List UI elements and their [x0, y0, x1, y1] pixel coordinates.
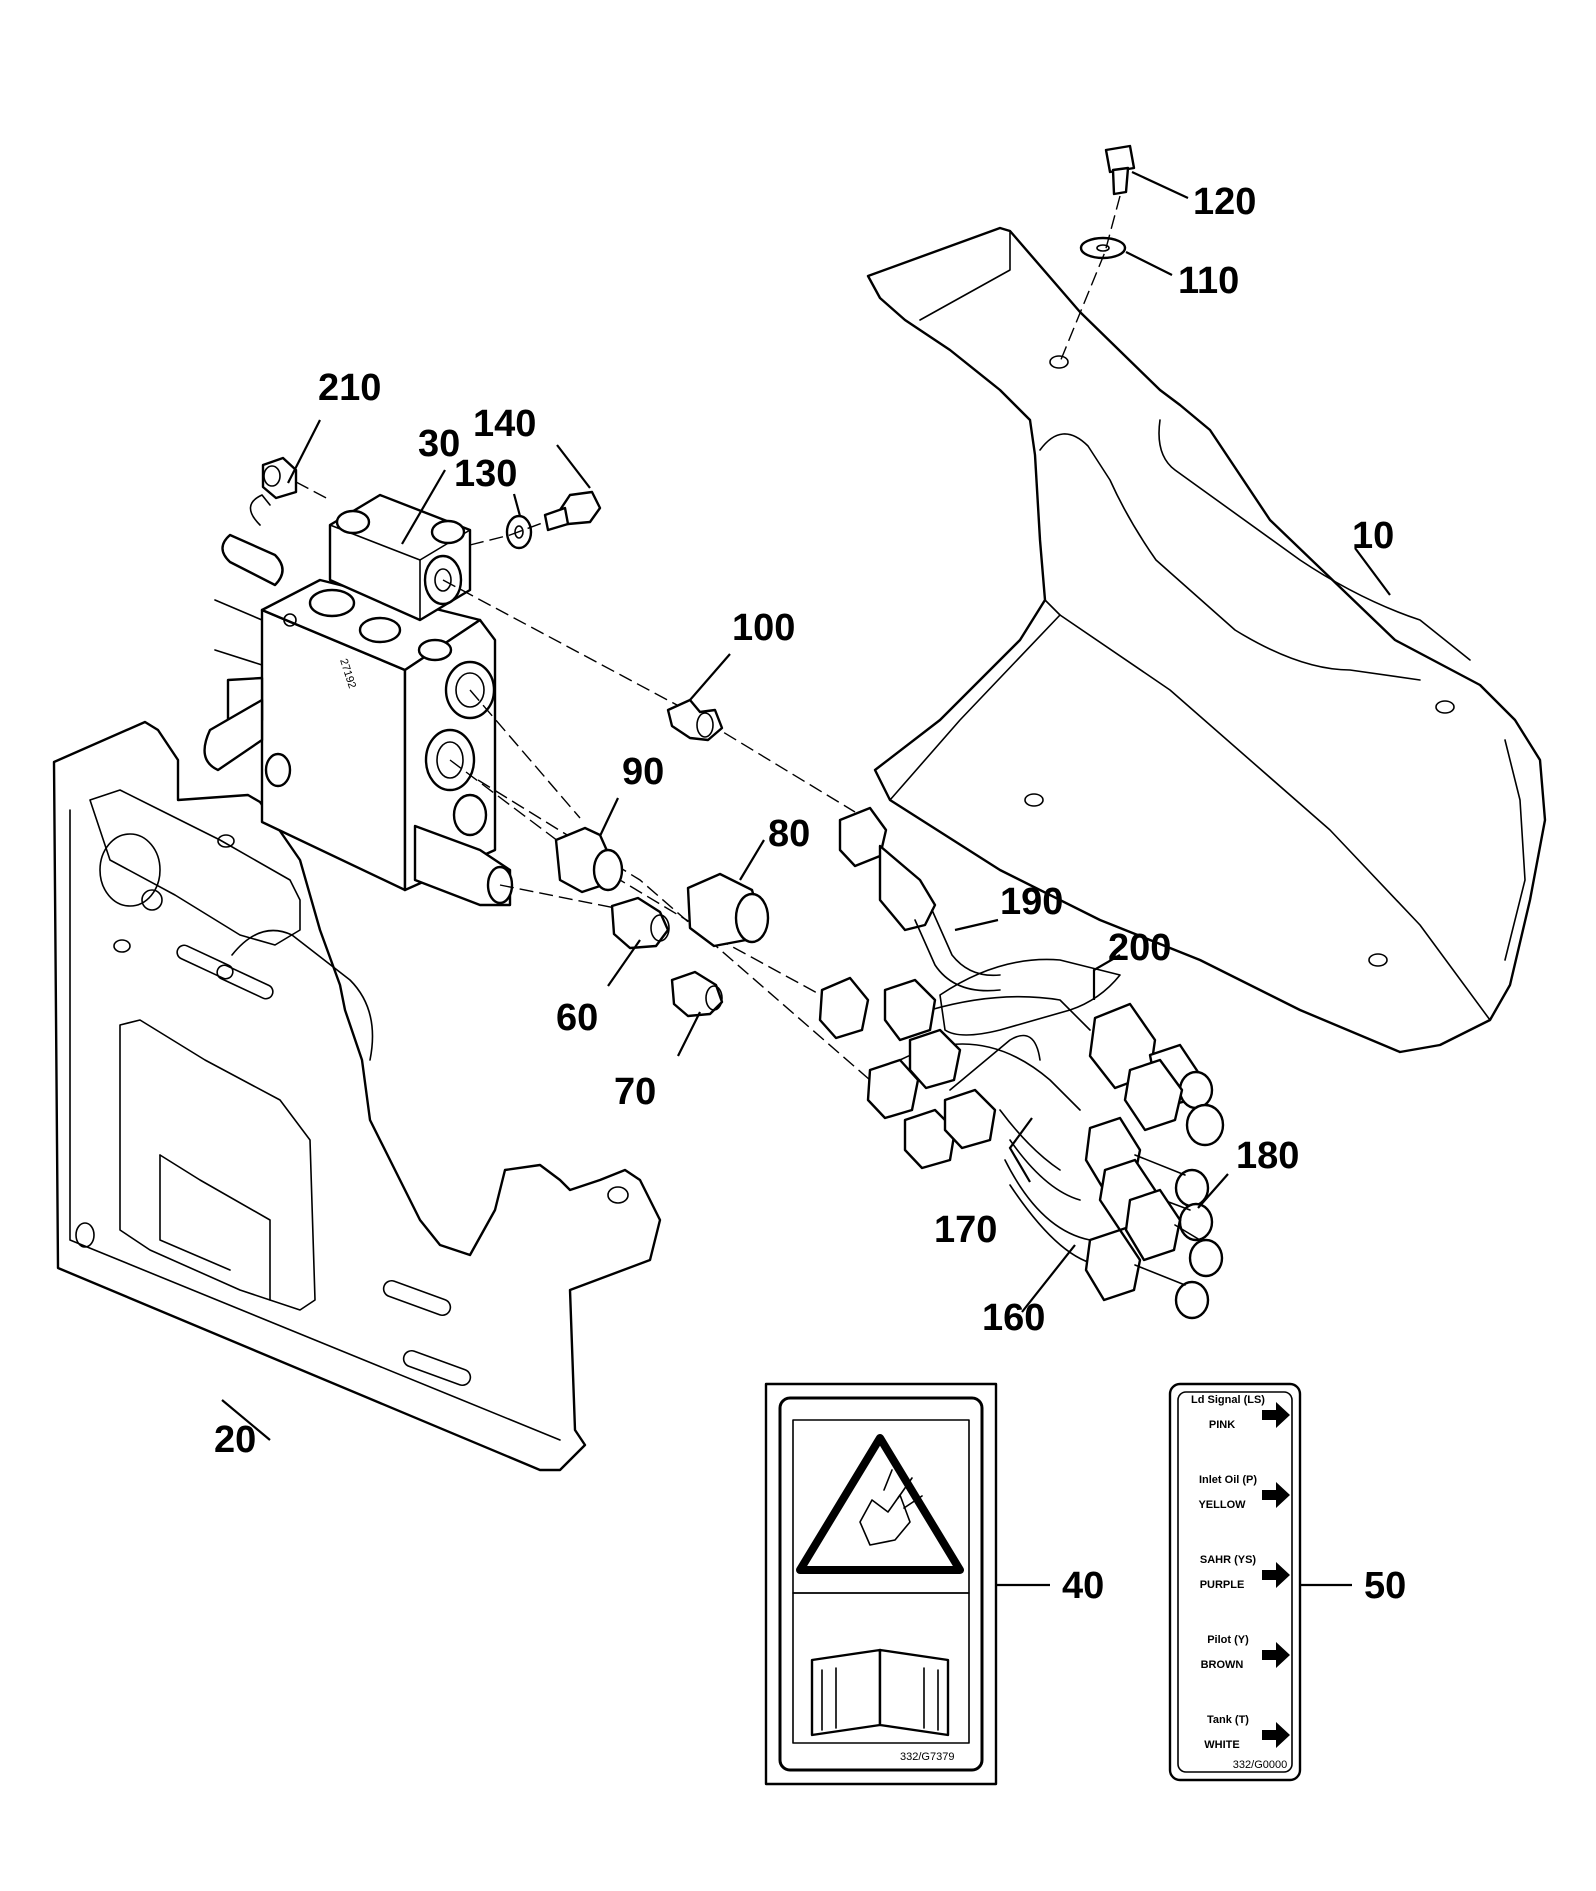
right-arrow-icon: [1262, 1642, 1290, 1668]
callout-140: 140: [473, 403, 536, 445]
callout-40: 40: [1062, 1565, 1104, 1607]
decal-50-row-color: BROWN: [1201, 1659, 1244, 1671]
coupler-200b: [1123, 1058, 1225, 1147]
callout-210: 210: [318, 367, 381, 409]
right-arrow-icon: [1262, 1562, 1290, 1588]
decal-40-code: 332/G7379: [900, 1751, 954, 1763]
decal-50-row-label: Inlet Oil (P): [1199, 1474, 1257, 1486]
callout-130: 130: [454, 453, 517, 495]
part-80-fitting: [686, 872, 770, 948]
part-210-plug: [261, 456, 298, 500]
hose-assemblies: [818, 806, 1225, 1320]
callout-200: 200: [1108, 927, 1171, 969]
decal-50-row-color: WHITE: [1204, 1739, 1239, 1751]
right-arrow-icon: [1262, 1402, 1290, 1428]
callout-160: 160: [982, 1297, 1045, 1339]
decal-50-row-color: PURPLE: [1200, 1579, 1245, 1591]
decal-40-warning: 332/G7379: [764, 1382, 998, 1786]
callout-70: 70: [614, 1071, 656, 1113]
callout-30: 30: [418, 423, 460, 465]
callout-170: 170: [934, 1209, 997, 1251]
decal-50-row-label: Tank (T): [1207, 1714, 1249, 1726]
part-20-bracket: [52, 720, 662, 1472]
right-arrow-icon: [1262, 1482, 1290, 1508]
callout-60: 60: [556, 997, 598, 1039]
callout-120: 120: [1193, 181, 1256, 223]
part-70-fitting: [670, 970, 724, 1018]
right-arrow-icon: [1262, 1722, 1290, 1748]
callout-80: 80: [768, 813, 810, 855]
callout-20: 20: [214, 1419, 256, 1461]
callout-50: 50: [1364, 1565, 1406, 1607]
decal-50-row-t: Tank (T) WHITE: [1204, 1714, 1290, 1751]
callout-100: 100: [732, 607, 795, 649]
decal-50-port-labels: Ld Signal (LS) PINK Inlet Oil (P) YELLOW…: [1168, 1382, 1302, 1782]
callouts: 120 110 10 210 30 140 130 100 90 80 60 7…: [214, 181, 1406, 1607]
coupler-180c: [1124, 1188, 1224, 1278]
decal-50-row-label: Ld Signal (LS): [1191, 1394, 1265, 1406]
callout-90: 90: [622, 751, 664, 793]
decal-50-row-color: YELLOW: [1198, 1499, 1246, 1511]
part-140-bolt: [543, 490, 602, 532]
callout-10: 10: [1352, 515, 1394, 557]
manual-book-icon: [810, 1648, 950, 1737]
decal-50-row-label: SAHR (YS): [1200, 1554, 1257, 1566]
part-90-fitting: [554, 826, 624, 894]
decal-50-row-y: Pilot (Y) BROWN: [1201, 1634, 1290, 1671]
part-10-cover: [866, 226, 1547, 1054]
decal-50-row-ls: Ld Signal (LS) PINK: [1191, 1394, 1290, 1431]
callout-190: 190: [1000, 881, 1063, 923]
decal-50-row-color: PINK: [1209, 1419, 1235, 1431]
decal-50-row-p: Inlet Oil (P) YELLOW: [1198, 1474, 1290, 1511]
decal-50-code: 332/G0000: [1233, 1759, 1287, 1771]
part-110-washer: [1079, 236, 1127, 260]
part-30-control-valve: 27192: [203, 493, 514, 907]
decal-50-row-ys: SAHR (YS) PURPLE: [1200, 1554, 1290, 1591]
part-100-fitting: [666, 698, 724, 742]
leader-lines: [221, 171, 1391, 1587]
part-60-fitting: [610, 896, 670, 950]
part-120-bolt: [1104, 144, 1136, 196]
callout-110: 110: [1178, 260, 1239, 302]
coupler-160: [1084, 1228, 1210, 1320]
decal-50-row-label: Pilot (Y): [1207, 1634, 1249, 1646]
callout-180: 180: [1236, 1135, 1299, 1177]
